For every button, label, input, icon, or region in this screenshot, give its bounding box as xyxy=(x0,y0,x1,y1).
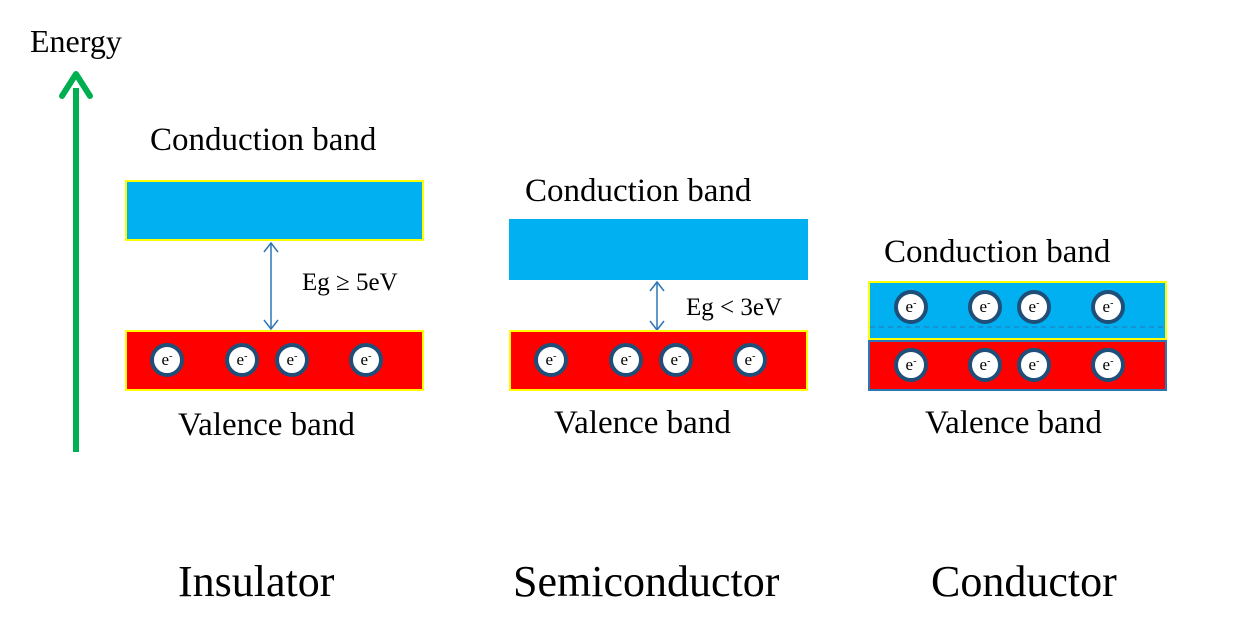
electron: e- xyxy=(894,290,928,324)
electron: e- xyxy=(659,343,693,377)
insulator-gap-arrow xyxy=(263,241,279,331)
electron: e- xyxy=(150,343,184,377)
insulator-title: Insulator xyxy=(178,557,335,606)
energy-arrow xyxy=(59,71,93,452)
conductor-title: Conductor xyxy=(931,557,1117,606)
electron: e- xyxy=(1091,290,1125,324)
electron: e- xyxy=(733,343,767,377)
semiconductor-gap-label: Eg < 3eV xyxy=(686,294,783,321)
electron: e- xyxy=(968,290,1002,324)
conductor-conduction-label: Conduction band xyxy=(884,234,1111,270)
semiconductor-conduction-band xyxy=(509,219,808,280)
semiconductor-valence-label: Valence band xyxy=(554,405,731,441)
electron: e- xyxy=(609,343,643,377)
conductor-valence-label: Valence band xyxy=(925,405,1102,441)
electron: e- xyxy=(968,348,1002,382)
insulator-conduction-label: Conduction band xyxy=(150,122,377,158)
semiconductor-conduction-label: Conduction band xyxy=(525,173,752,209)
insulator-valence-label: Valence band xyxy=(178,407,355,443)
energy-axis-label: Energy xyxy=(30,23,122,59)
electron: e- xyxy=(894,348,928,382)
semiconductor-title: Semiconductor xyxy=(513,557,780,606)
electron: e- xyxy=(1017,290,1051,324)
insulator-conduction-band xyxy=(125,180,424,241)
electron: e- xyxy=(349,343,383,377)
insulator-gap-label: Eg ≥ 5eV xyxy=(302,269,398,296)
electron: e- xyxy=(534,343,568,377)
electron: e- xyxy=(275,343,309,377)
electron: e- xyxy=(225,343,259,377)
electron: e- xyxy=(1091,348,1125,382)
electron: e- xyxy=(1017,348,1051,382)
